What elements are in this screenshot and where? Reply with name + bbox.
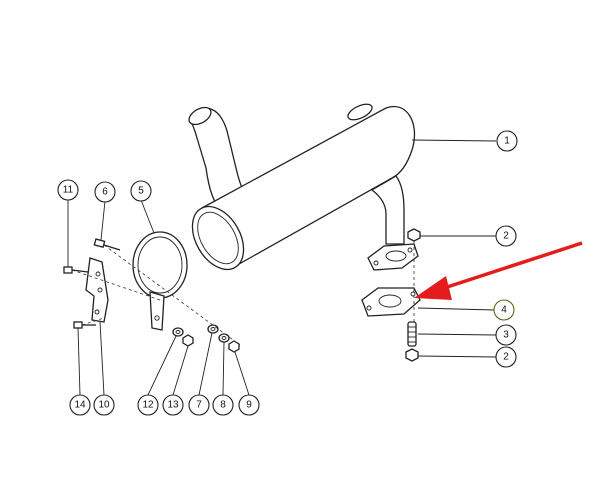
callout-9: 9: [238, 394, 260, 416]
leader-lines: [67, 139, 497, 396]
callout-10: 10: [93, 394, 115, 416]
svg-text:6: 6: [102, 187, 108, 198]
callout-12: 12: [137, 394, 159, 416]
bracket: [85, 257, 109, 323]
callout-2-upper: 2: [495, 225, 517, 247]
callout-8: 8: [212, 394, 234, 416]
callout-13: 13: [162, 394, 184, 416]
svg-text:11: 11: [63, 185, 74, 196]
svg-text:1: 1: [504, 136, 510, 147]
gasket: [361, 287, 421, 317]
svg-text:10: 10: [98, 400, 110, 411]
callouts: 1 2 4 3 2 11 6 5: [57, 130, 518, 416]
assembly-lines: [71, 241, 415, 346]
svg-text:9: 9: [246, 400, 252, 411]
svg-text:3: 3: [503, 330, 509, 341]
svg-text:4: 4: [501, 305, 507, 316]
svg-text:8: 8: [220, 400, 226, 411]
callout-14: 14: [69, 394, 91, 416]
callout-2-lower: 2: [495, 346, 517, 368]
svg-text:5: 5: [138, 186, 144, 197]
clamp: [132, 231, 188, 331]
svg-text:12: 12: [142, 400, 154, 411]
callout-6: 6: [94, 181, 116, 203]
muffler: [188, 103, 419, 271]
svg-text:13: 13: [167, 400, 179, 411]
hardware-flange: [405, 228, 421, 362]
callout-1: 1: [496, 130, 518, 152]
callout-3: 3: [495, 324, 517, 346]
callout-11: 11: [57, 179, 79, 201]
callout-7: 7: [188, 394, 210, 416]
svg-text:2: 2: [503, 352, 509, 363]
red-arrow-icon: [414, 241, 583, 300]
svg-text:14: 14: [74, 400, 86, 411]
callout-4-highlighted: 4: [493, 299, 515, 321]
svg-text:7: 7: [196, 400, 202, 411]
callout-5: 5: [130, 180, 152, 202]
svg-text:2: 2: [503, 231, 509, 242]
